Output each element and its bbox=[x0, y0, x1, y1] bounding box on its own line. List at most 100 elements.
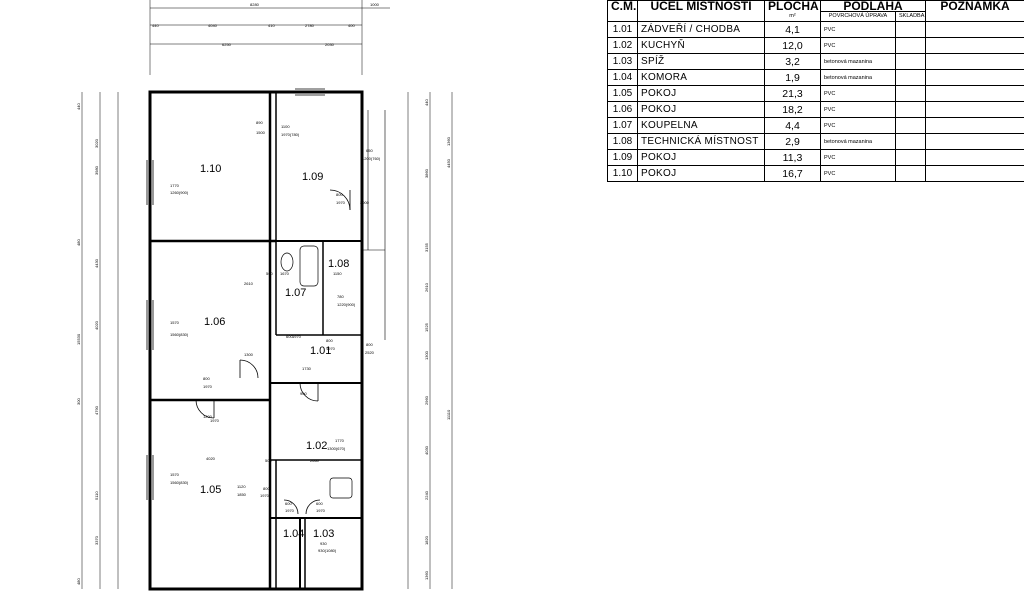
dimension-label: 1770 bbox=[335, 438, 345, 443]
dimension-label: 1360 bbox=[446, 136, 451, 146]
dimension-label: 4040 bbox=[208, 23, 218, 28]
dimension-label: 3370 bbox=[94, 535, 99, 545]
room-schedule-table: Č.M. ÚČEL MÍSTNOSTI PLOCHA PODLAHA POZNÁ… bbox=[607, 0, 1024, 182]
room-floor-layers bbox=[895, 117, 926, 134]
dimension-label: 11110 bbox=[446, 409, 451, 420]
room-note bbox=[925, 133, 1024, 150]
dimension-label: 300 bbox=[76, 398, 81, 405]
room-number: 1.02 bbox=[607, 37, 638, 54]
dimension-label: 1570 bbox=[170, 472, 180, 477]
header-skladba: SKLADBA bbox=[895, 11, 926, 22]
stairs bbox=[362, 110, 386, 340]
room-name: ZÁDVEŘÍ / CHODBA bbox=[637, 21, 765, 38]
dimension-label: 800 bbox=[263, 486, 270, 491]
room-number: 1.08 bbox=[607, 133, 638, 150]
dimension-label: 800 bbox=[336, 192, 343, 197]
header-plocha: PLOCHA bbox=[764, 0, 821, 12]
dimension-label: 1770 bbox=[170, 183, 180, 188]
room-label: 1.08 bbox=[328, 258, 349, 270]
room-floor-finish: PVC bbox=[820, 165, 896, 182]
dimension-label: 2960 bbox=[424, 395, 429, 405]
room-floor-finish: PVC bbox=[820, 101, 896, 118]
room-area: 4,1 bbox=[764, 21, 821, 38]
dimension-label: 400 bbox=[348, 23, 355, 28]
header-plocha-unit: m² bbox=[764, 11, 821, 22]
dimension-label: 1500 bbox=[256, 130, 266, 135]
dimension-label: 480 bbox=[76, 239, 81, 246]
dimension-label: 5110 bbox=[94, 491, 99, 500]
dimension-label: 1000 bbox=[370, 2, 380, 7]
dimension-label: 1220(900) bbox=[337, 302, 356, 307]
dimension-label: 1200 bbox=[203, 414, 213, 419]
room-name: POKOJ bbox=[637, 165, 765, 182]
room-floor-layers bbox=[895, 37, 926, 54]
doors bbox=[195, 189, 351, 515]
room-floor-finish: PVC bbox=[820, 117, 896, 134]
dimension-label: 6250 bbox=[222, 42, 232, 47]
room-label: 1.06 bbox=[204, 316, 225, 328]
windows bbox=[146, 88, 325, 500]
room-note bbox=[925, 53, 1024, 70]
room-floor-layers bbox=[895, 21, 926, 38]
dimension-label: 1120 bbox=[237, 484, 246, 489]
dimension-label: 1970 bbox=[203, 384, 213, 389]
room-number: 1.09 bbox=[607, 149, 638, 166]
dimension-label: 900 bbox=[300, 391, 307, 396]
dimension-label: 1970 bbox=[336, 200, 346, 205]
dimension-label: 930(1080) bbox=[318, 548, 337, 553]
room-area: 12,0 bbox=[764, 37, 821, 54]
dimension-label: 1970 bbox=[210, 418, 220, 423]
dimension-label: 930 bbox=[320, 541, 327, 546]
room-label: 1.02 bbox=[306, 440, 327, 452]
dimension-lines-top bbox=[149, 0, 390, 75]
header-cm: Č.M. bbox=[607, 0, 638, 12]
dimension-label: 1570 bbox=[170, 320, 180, 325]
room-area: 4,4 bbox=[764, 117, 821, 134]
dimension-label: 15530 bbox=[76, 333, 81, 345]
room-name: POKOJ bbox=[637, 85, 765, 102]
dimension-label: 600 bbox=[286, 334, 293, 339]
room-label: 1.04 bbox=[283, 528, 304, 540]
dimension-label: 1260(900) bbox=[170, 190, 189, 195]
room-area: 2,9 bbox=[764, 133, 821, 150]
dimension-label: 1150 bbox=[333, 271, 342, 276]
room-area: 16,7 bbox=[764, 165, 821, 182]
room-number: 1.03 bbox=[607, 53, 638, 70]
dimension-label: 2240 bbox=[424, 490, 429, 500]
room-floor-layers bbox=[895, 53, 926, 70]
room-name: SPÍŽ bbox=[637, 53, 765, 70]
dimension-label: 440 bbox=[152, 23, 159, 28]
dimension-label: 2520 bbox=[365, 350, 375, 355]
dimension-label: 1970 bbox=[326, 346, 336, 351]
dimension-label: 1670 bbox=[280, 271, 290, 276]
dimension-label: 440 bbox=[76, 103, 81, 110]
dimension-label: 1970 bbox=[260, 493, 270, 498]
dimension-label: 4450 bbox=[446, 158, 451, 168]
dimension-label: 2780 bbox=[305, 23, 315, 28]
dimension-label: 4430 bbox=[94, 258, 99, 268]
dimension-label: 2610 bbox=[424, 282, 429, 292]
dimension-label: 600 bbox=[316, 501, 323, 506]
room-label: 1.09 bbox=[302, 171, 323, 183]
room-label: 1.05 bbox=[200, 484, 221, 496]
bathroom-fixtures bbox=[280, 245, 353, 499]
room-note bbox=[925, 85, 1024, 102]
dimension-label: 1560(830) bbox=[170, 480, 189, 485]
dimension-label: 3155 bbox=[424, 242, 429, 252]
dimension-label: 890 bbox=[256, 120, 263, 125]
dimension-label: 480 bbox=[76, 578, 81, 585]
dimension-label: 800 bbox=[366, 342, 373, 347]
room-number: 1.04 bbox=[607, 69, 638, 86]
room-note bbox=[925, 149, 1024, 166]
dimension-label: 1970 bbox=[292, 334, 302, 339]
dimension-label: 1820 bbox=[424, 535, 429, 545]
room-area: 1,9 bbox=[764, 69, 821, 86]
